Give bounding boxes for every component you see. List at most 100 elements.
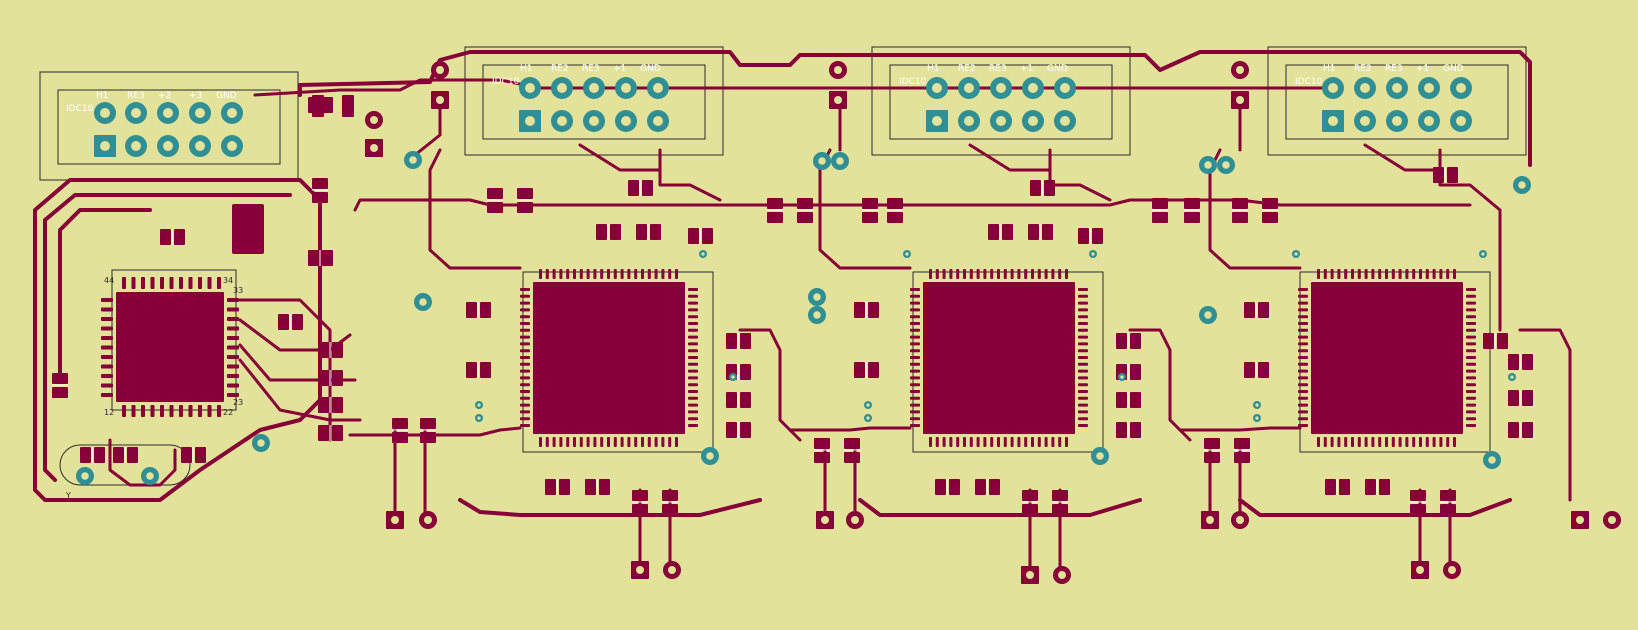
smd-part-3-a [308,250,319,266]
smd-part-31-b [1130,422,1141,438]
left-header-pin-bottom-5-hole [227,141,237,151]
qfp-chip-1-pin-top [620,269,624,279]
header-3-pin-top-4-hole [1424,83,1434,93]
smd-part-2-b [312,192,328,203]
qfp-chip-3-pin-top [1351,269,1354,279]
qfp-chip-3-pin-right [1466,294,1476,298]
qfp-chip-3-pin-left [1298,390,1308,393]
smd-part-23-b [887,212,903,223]
smd-part-32-a [1152,198,1168,209]
qfp-chip-1-pin-right [688,383,698,387]
mcu-pin-left [101,355,113,359]
qfp-chip-3-pin-left [1298,362,1308,366]
test-point-square-1-hole [391,516,399,524]
qfp-chip-2-pin-left [910,383,920,387]
qfp-chip-2-pin-top [1051,269,1055,279]
smd-part-32-b [1152,212,1168,223]
left-connector-label-2: RE3 [127,91,145,101]
small-via-12-hole [731,375,735,379]
header-3-pin-bottom-3-hole [1392,116,1402,126]
smd-part-27-a [1028,224,1039,240]
smd-part-50-a [1052,490,1068,501]
qfp-chip-3-pin-bottom [1439,437,1443,447]
mcu-pin-bottom [122,405,126,417]
left-loop-trace [33,178,322,502]
mcu-pin-label-23: 23 [233,398,243,407]
qfp-chip-2-pin-left [910,369,920,373]
qfp-chip-2-pin-right [1078,390,1088,393]
mcu-pin-right [227,383,239,388]
smd-part-26-b [1002,224,1013,240]
qfp-chip-3-pin-top [1453,269,1456,279]
qfp-chip-1-pin-right [688,369,698,373]
small-via-5-hole [1091,252,1095,256]
qfp-chip-2-pin-left [910,403,920,407]
chip2-feed-trace [788,426,912,432]
connector-1-label-4: +1 [613,64,626,74]
smd-part-28-a [1116,333,1127,349]
test-point-round-6-hole [1058,571,1066,579]
qfp-chip-2-pin-right [1078,349,1088,353]
smd-part-33-b [1184,212,1200,223]
smd-part-64-b [1379,479,1390,495]
smd-part-53-a [466,302,477,318]
test-point-round-3-hole [1236,516,1244,524]
qfp-chip-2-pin-right [1078,396,1088,400]
header-1-pin-bottom-5-hole [653,116,663,126]
qfp-chip-2-pin-right [1078,335,1088,339]
smd-part-67-b [52,387,68,398]
smd-part-47-a [632,490,648,501]
qfp-chip-2-pin-bottom [1024,437,1028,447]
qfp-chip-1-pin-left [520,308,530,312]
smd-part-2-a [312,178,328,189]
smd-part-38-a [1508,354,1519,370]
qfp-chip-3-pin-bottom [1405,437,1409,447]
qfp-chip-3-pin-bottom [1385,437,1388,447]
smd-part-24-a [1030,180,1041,196]
qfp-chip-1-pin-top [593,269,597,279]
hdr1-stub-trace [413,98,442,157]
qfp-chip-3-pin-right [1466,315,1476,319]
mcu-pin-bottom [217,405,221,417]
left-connector-label-5: GND [216,91,237,101]
qfp-chip-3-pin-top [1432,269,1436,279]
hdr2-pad-trace [968,143,1052,172]
smd-part-4-b [174,229,185,245]
smd-part-34-a [1232,198,1248,209]
mcu-pin-top [150,277,155,289]
qfp-chip-1-pin-bottom [579,437,583,447]
small-via-3-hole [477,416,481,420]
mcu-pin-bottom [179,405,183,417]
qfp-chip-1-pin-top [566,269,570,279]
qfp-chip-1-pin-bottom [593,437,597,447]
smd-part-14-b [610,224,621,240]
qfp-chip-2-pin-bottom [997,437,1000,447]
qfp-chip-1-pin-bottom [675,437,678,447]
qfp-chip-3-pin-top [1446,269,1450,279]
qfp-chip-3-pin-left [1298,308,1308,312]
mcu-pin-right [227,393,239,397]
chip1-left-trace [428,148,522,270]
via-12-hole [706,452,714,460]
smd-part-61-b [949,479,960,495]
qfp-chip-1-pin-bottom [559,437,563,447]
smd-part-19-a [726,422,737,438]
mcu-pin-right [227,374,239,378]
smd-part-51-a [1410,490,1426,501]
mcu-pin-bottom [198,405,202,417]
mcu-pin-left [101,326,113,331]
qfp-chip-1-pin-bottom [668,437,672,447]
smd-part-44-b [844,452,860,463]
connector-2-label-4: +1 [1020,64,1033,74]
smd-part-52-a [1440,490,1456,501]
smd-part-22-a [862,198,878,209]
qfp-chip-3-pin-left [1298,315,1308,319]
qfp-chip-3-pin-bottom [1378,437,1382,447]
qfp-chip-1-pin-left [520,390,530,393]
smd-part-41-a [392,418,408,429]
connector-3-label-4: +1 [1416,64,1429,74]
mcu-pin-right [227,307,239,312]
qfp-chip-3-pin-left [1298,369,1308,373]
smd-part-10-a [487,188,503,199]
qfp-chip-3-pin-bottom [1351,437,1354,447]
